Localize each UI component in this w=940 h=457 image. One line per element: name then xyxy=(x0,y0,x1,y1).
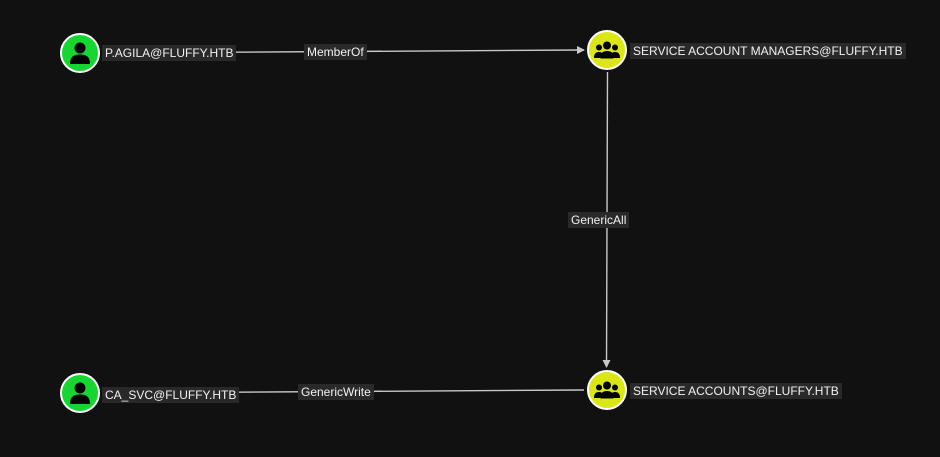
node-label-service-account-managers[interactable]: SERVICE ACCOUNT MANAGERS@FLUFFY.HTB xyxy=(630,43,906,59)
node-label-service-accounts[interactable]: SERVICE ACCOUNTS@FLUFFY.HTB xyxy=(630,383,842,399)
edge-label-genericwrite[interactable]: GenericWrite xyxy=(298,384,374,400)
node-service-accounts[interactable] xyxy=(587,370,627,410)
node-p-agila[interactable] xyxy=(60,33,100,73)
group-icon xyxy=(594,381,620,399)
node-service-account-managers[interactable] xyxy=(587,30,627,70)
edge-label-memberof[interactable]: MemberOf xyxy=(304,44,367,60)
edge-label-genericall[interactable]: GenericAll xyxy=(568,212,630,228)
node-label-p-agila[interactable]: P.AGILA@FLUFFY.HTB xyxy=(102,45,237,61)
group-icon xyxy=(594,41,620,59)
node-ca-svc[interactable] xyxy=(60,373,100,413)
user-icon xyxy=(69,381,91,405)
node-label-ca-svc[interactable]: CA_SVC@FLUFFY.HTB xyxy=(102,387,240,403)
user-icon xyxy=(69,41,91,65)
